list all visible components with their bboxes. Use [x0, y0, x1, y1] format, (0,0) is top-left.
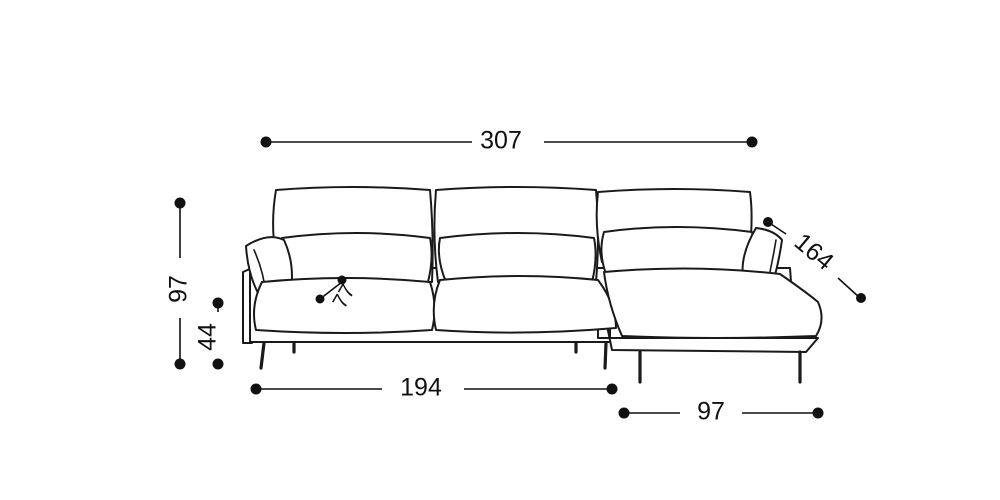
leg-front-middle: [603, 341, 608, 370]
lumbar-cushion-middle: [437, 232, 597, 283]
seat-height-label: 44: [194, 323, 222, 351]
height-label: 97: [165, 275, 193, 303]
seat-cushion-left: [253, 277, 436, 334]
chaise-depth-label: 164: [789, 228, 839, 276]
sofa-illustration: [242, 186, 823, 384]
chaise-width-label: 97: [697, 398, 725, 426]
lumbar-cushion-left: [280, 232, 433, 283]
leg-front-left: [259, 341, 266, 370]
seat-cushion-middle: [432, 275, 617, 334]
chaise-seat-cushion: [603, 267, 823, 339]
overall-width-label: 307: [480, 127, 522, 155]
chaise-back-cushion: [600, 226, 755, 275]
dimension-sofa-width: 194: [250, 374, 618, 402]
dimension-height: 97: [165, 197, 193, 370]
dimension-chaise-width: 97: [618, 398, 824, 426]
sofa-width-label: 194: [400, 374, 442, 402]
dimension-seat-height: 44: [194, 297, 224, 370]
dimension-overall-width: 307: [260, 127, 758, 155]
